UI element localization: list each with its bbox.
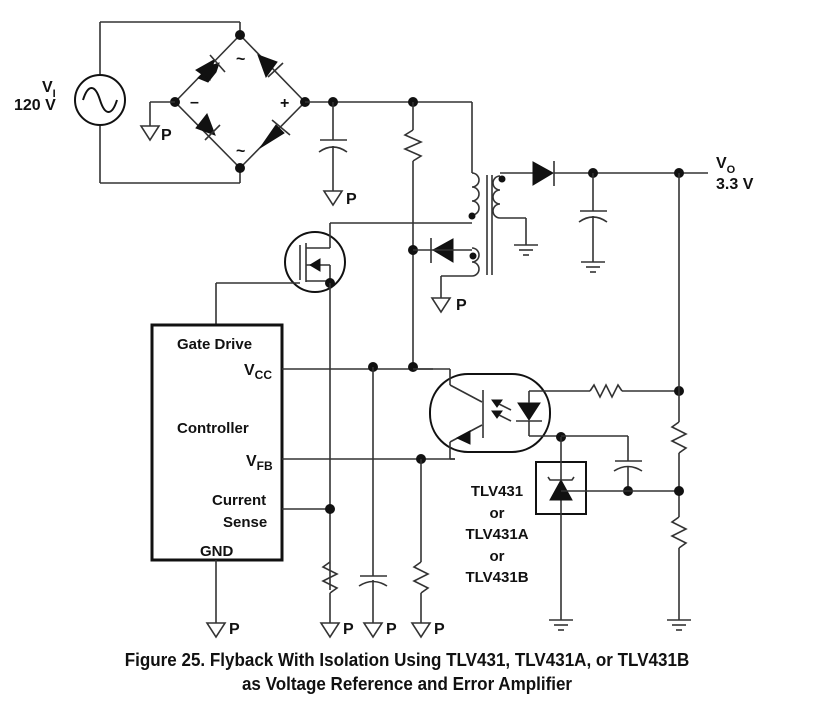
caption-line-2: as Voltage Reference and Error Amplifier [241, 673, 573, 694]
gnd-pin-label: GND [200, 543, 234, 560]
diode [259, 119, 291, 149]
output-capacitor [578, 173, 608, 273]
svg-text:P: P [161, 127, 172, 144]
diode [257, 54, 284, 79]
ground-p-symbol [140, 117, 160, 141]
source-label: VI [42, 79, 56, 100]
svg-text:P: P [456, 297, 467, 314]
regulator-label: TLV431 [471, 483, 523, 500]
svg-text:P: P [343, 621, 354, 638]
fb-resistor [411, 459, 431, 638]
output-label: VO [716, 155, 736, 176]
svg-text:P: P [346, 191, 357, 208]
caption-line-1: Figure 25. Flyback With Isolation Using … [124, 649, 690, 670]
bridge-rectifier [170, 22, 310, 183]
minus-terminal: – [190, 94, 199, 111]
svg-text:or: or [490, 505, 505, 522]
ac-terminal-bottom: ~ [236, 143, 245, 160]
sine-wave-icon [82, 87, 118, 113]
svg-text:TLV431A: TLV431A [465, 526, 528, 543]
svg-text:TLV431B: TLV431B [465, 569, 528, 586]
plus-terminal: + [280, 95, 289, 112]
figure-caption: Figure 25. Flyback With Isolation Using … [33, 648, 782, 696]
transformer [468, 102, 506, 277]
ac-source [74, 21, 240, 184]
sense-resistor [320, 561, 340, 638]
svg-text:P: P [229, 621, 240, 638]
output-diode [532, 161, 555, 186]
ac-terminal-top: ~ [236, 51, 245, 68]
diode [195, 54, 226, 83]
controller-box [150, 323, 284, 562]
output-voltage: 3.3 V [716, 176, 754, 193]
led-resistor [589, 383, 623, 399]
optocoupler [429, 368, 551, 460]
source-voltage: 120 V [14, 97, 56, 114]
ground-p-symbol [431, 289, 451, 313]
startup-resistor [403, 102, 423, 369]
vcc-pin-label: VCC [244, 362, 272, 382]
vfb-pin-label: VFB [246, 453, 273, 473]
sense-label: Sense [223, 514, 267, 531]
ground-symbol [513, 244, 539, 256]
bulk-capacitor [318, 102, 348, 206]
diode [195, 112, 221, 141]
vcc-capacitor [358, 367, 388, 638]
divider-resistors [666, 391, 692, 631]
svg-text:or: or [490, 548, 505, 565]
tlv431-shunt-regulator [535, 437, 679, 631]
svg-text:P: P [434, 621, 445, 638]
svg-text:P: P [386, 621, 397, 638]
mosfet [284, 223, 346, 590]
gate-drive-label: Gate Drive [177, 336, 252, 353]
flyback-schematic: VI 120 V ~ ~ – + P P [14, 21, 754, 638]
controller-title: Controller [177, 420, 249, 437]
current-label: Current [212, 492, 266, 509]
